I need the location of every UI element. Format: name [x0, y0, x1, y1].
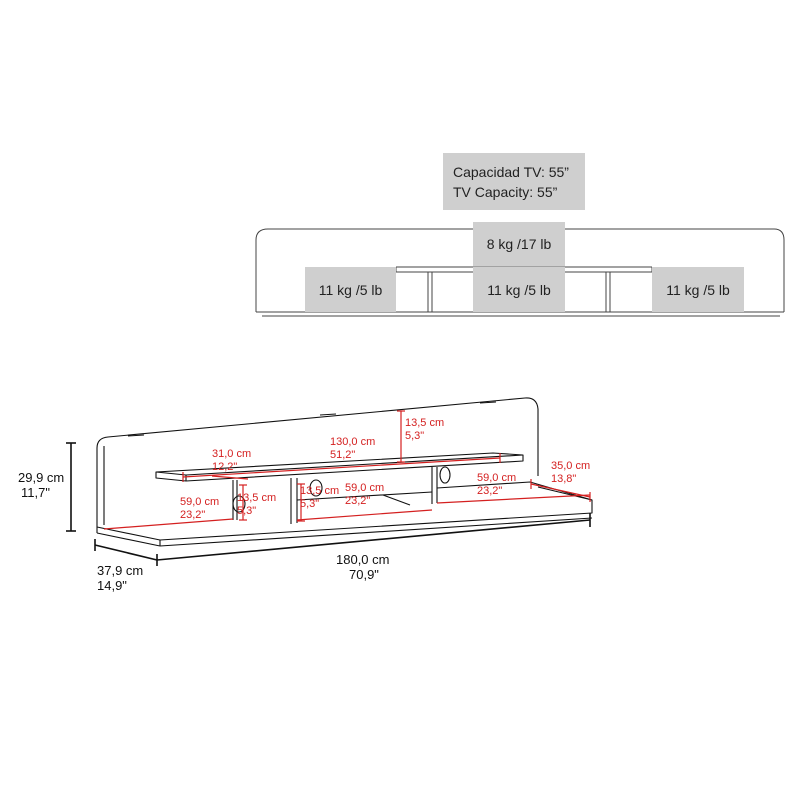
tv-capacity-es: Capacidad TV: 55” — [453, 163, 569, 180]
left-compartment-height-label: 13,5 cm 5,3" — [237, 492, 277, 518]
top-shelf-depth-label: 31,0 cm 12,2" — [212, 448, 252, 474]
right-compartment-capacity-label: 11 kg /5 lb — [652, 267, 744, 312]
left-compartment-capacity-label: 11 kg /5 lb — [305, 267, 396, 312]
tv-capacity-label: Capacidad TV: 55” TV Capacity: 55” — [443, 153, 585, 210]
left-compartment-width-label: 59,0 cm 23,2" — [180, 496, 220, 522]
width-label: 180,0 cm 70,9" — [336, 552, 390, 582]
back-panel-height-label: 13,5 cm 5,3" — [405, 417, 445, 443]
top-shelf-width-label: 130,0 cm 51,2" — [330, 436, 376, 462]
top-shelf — [155, 452, 524, 482]
dim-overall-width — [156, 519, 591, 561]
center-compartment-height-label: 13,5 cm 5,3" — [300, 485, 340, 511]
dim-overall-depth — [94, 544, 158, 561]
dim-right-compartment-width — [436, 494, 591, 504]
right-shelf — [436, 481, 593, 501]
center-compartment-capacity-label: 11 kg /5 lb — [473, 267, 565, 312]
height-label: 29,9 cm 11,7" — [18, 470, 65, 500]
top-shelf-capacity-label: 8 kg /17 lb — [473, 222, 565, 266]
center-compartment-width-label: 59,0 cm 23,2" — [345, 482, 385, 508]
depth-label: 37,9 cm 14,9" — [97, 563, 144, 593]
dim-center-compartment-width — [296, 509, 433, 521]
dim-top-shelf-width — [182, 457, 501, 478]
dim-right-shelf-depth — [530, 483, 591, 498]
tv-capacity-en: TV Capacity: 55” — [453, 183, 558, 200]
dim-top-shelf-depth — [211, 475, 249, 480]
cable-hole-center — [309, 479, 323, 497]
cable-hole-right — [439, 466, 451, 484]
dim-left-compartment-width — [103, 518, 234, 530]
right-compartment-width-label: 59,0 cm 23,2" — [477, 472, 517, 498]
cable-hole-left — [232, 495, 246, 513]
right-shelf-depth-label: 35,0 cm 13,8" — [551, 460, 591, 486]
back-panel — [96, 397, 539, 476]
